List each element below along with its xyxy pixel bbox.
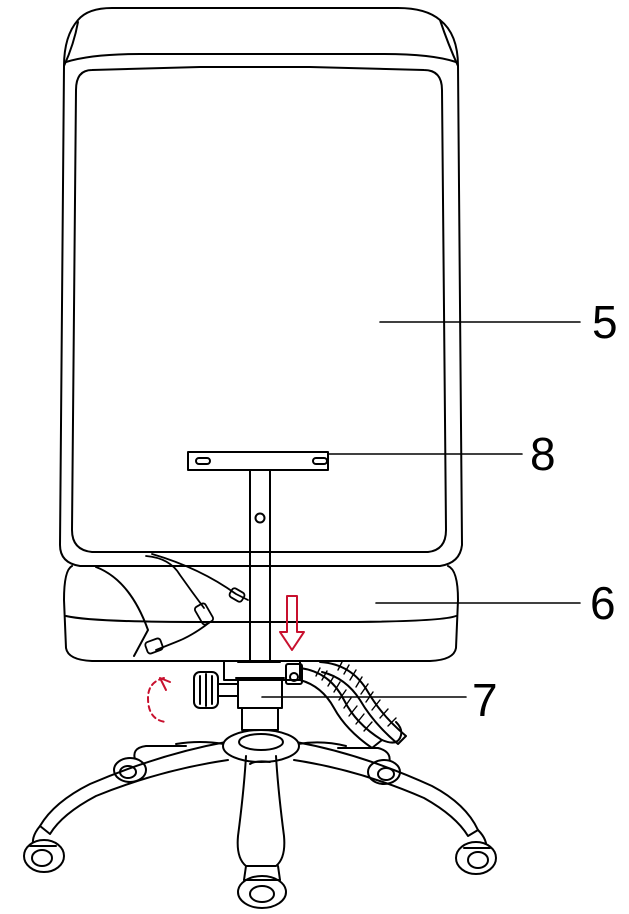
seat-side-panel xyxy=(95,566,149,657)
seat xyxy=(63,565,459,662)
backrest-corner-left xyxy=(63,21,79,67)
callout-numbers: 5 8 6 7 xyxy=(472,296,618,726)
bracket-slot-right xyxy=(312,457,328,465)
backrest-top-seam xyxy=(65,53,457,63)
base-hub-top xyxy=(238,733,284,751)
tilt-springs xyxy=(299,661,407,749)
callout-number-8: 8 xyxy=(530,428,556,480)
cable-2 xyxy=(151,553,249,601)
insert-direction-arrow xyxy=(279,595,305,651)
tension-knob-stem xyxy=(217,683,239,697)
cable-3 xyxy=(155,621,211,651)
control-cables xyxy=(144,553,249,655)
callout-number-6: 6 xyxy=(590,577,616,629)
seat-cushion-outline xyxy=(63,565,459,662)
bracket-slot-left xyxy=(195,457,211,465)
spring-sleeve-2 xyxy=(319,661,407,745)
backrest-bracket xyxy=(187,451,329,663)
rotate-direction-indicator xyxy=(147,677,167,723)
gas-lift-tube xyxy=(241,707,279,731)
gas-lift-upper xyxy=(237,677,283,709)
base-leg-rear-right xyxy=(297,741,347,747)
backrest-inner-panel xyxy=(71,66,447,553)
base-leg-front xyxy=(236,755,286,867)
bracket-post xyxy=(249,469,271,663)
cable-plug xyxy=(144,637,164,655)
callout-number-5: 5 xyxy=(592,296,618,348)
base-leg-right xyxy=(293,741,479,837)
tension-knob-grip xyxy=(199,673,213,707)
base-leg-front-ridge xyxy=(249,760,271,765)
bracket-screw-hole xyxy=(254,512,266,524)
mechanism-bolt xyxy=(289,672,299,682)
caster-rear-right xyxy=(337,747,401,785)
base-leg-rear-left xyxy=(175,741,225,745)
down-arrow-icon xyxy=(279,595,305,651)
callout-leaders xyxy=(261,321,581,698)
caster-front-left xyxy=(23,825,65,873)
spring-end-hook xyxy=(381,721,403,744)
mechanism-bracket-right xyxy=(285,663,303,685)
backrest xyxy=(59,7,463,567)
caster-front-right xyxy=(455,829,497,875)
cable-1 xyxy=(145,555,205,609)
seat-front-seam xyxy=(65,615,457,623)
caster-rear-left xyxy=(113,745,187,783)
rotate-arrow-head xyxy=(159,677,171,691)
backrest-outer-shell xyxy=(59,7,463,567)
caster-front-center xyxy=(237,865,287,909)
rotate-arrow-icon xyxy=(147,677,167,723)
callout-number-7: 7 xyxy=(472,674,498,726)
backrest-corner-right xyxy=(439,19,459,67)
mechanism-plate xyxy=(223,661,301,681)
five-star-base xyxy=(23,729,497,909)
cable-connector-2 xyxy=(228,587,246,603)
